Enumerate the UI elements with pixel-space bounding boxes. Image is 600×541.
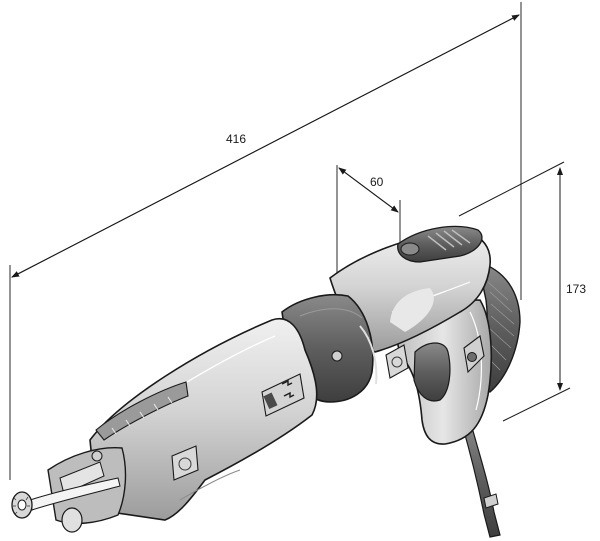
dimension-label-motor-offset: 60 bbox=[370, 175, 384, 189]
dimension-line-60 bbox=[338, 167, 399, 213]
dimension-label-height: 173 bbox=[566, 282, 587, 296]
brand-logo-front bbox=[171, 445, 199, 481]
motor-housing bbox=[329, 225, 491, 353]
brand-logo-badge bbox=[385, 344, 409, 379]
power-switch bbox=[397, 225, 483, 263]
front-housing bbox=[89, 317, 318, 521]
dimension-label-overall-length: 416 bbox=[226, 132, 247, 146]
dimension-line-416 bbox=[11, 14, 520, 278]
trigger bbox=[413, 342, 451, 402]
direction-selector bbox=[261, 373, 305, 417]
power-cord bbox=[461, 419, 501, 538]
bit-holder-assembly bbox=[11, 447, 127, 533]
dimension-line-173 bbox=[458, 161, 571, 422]
